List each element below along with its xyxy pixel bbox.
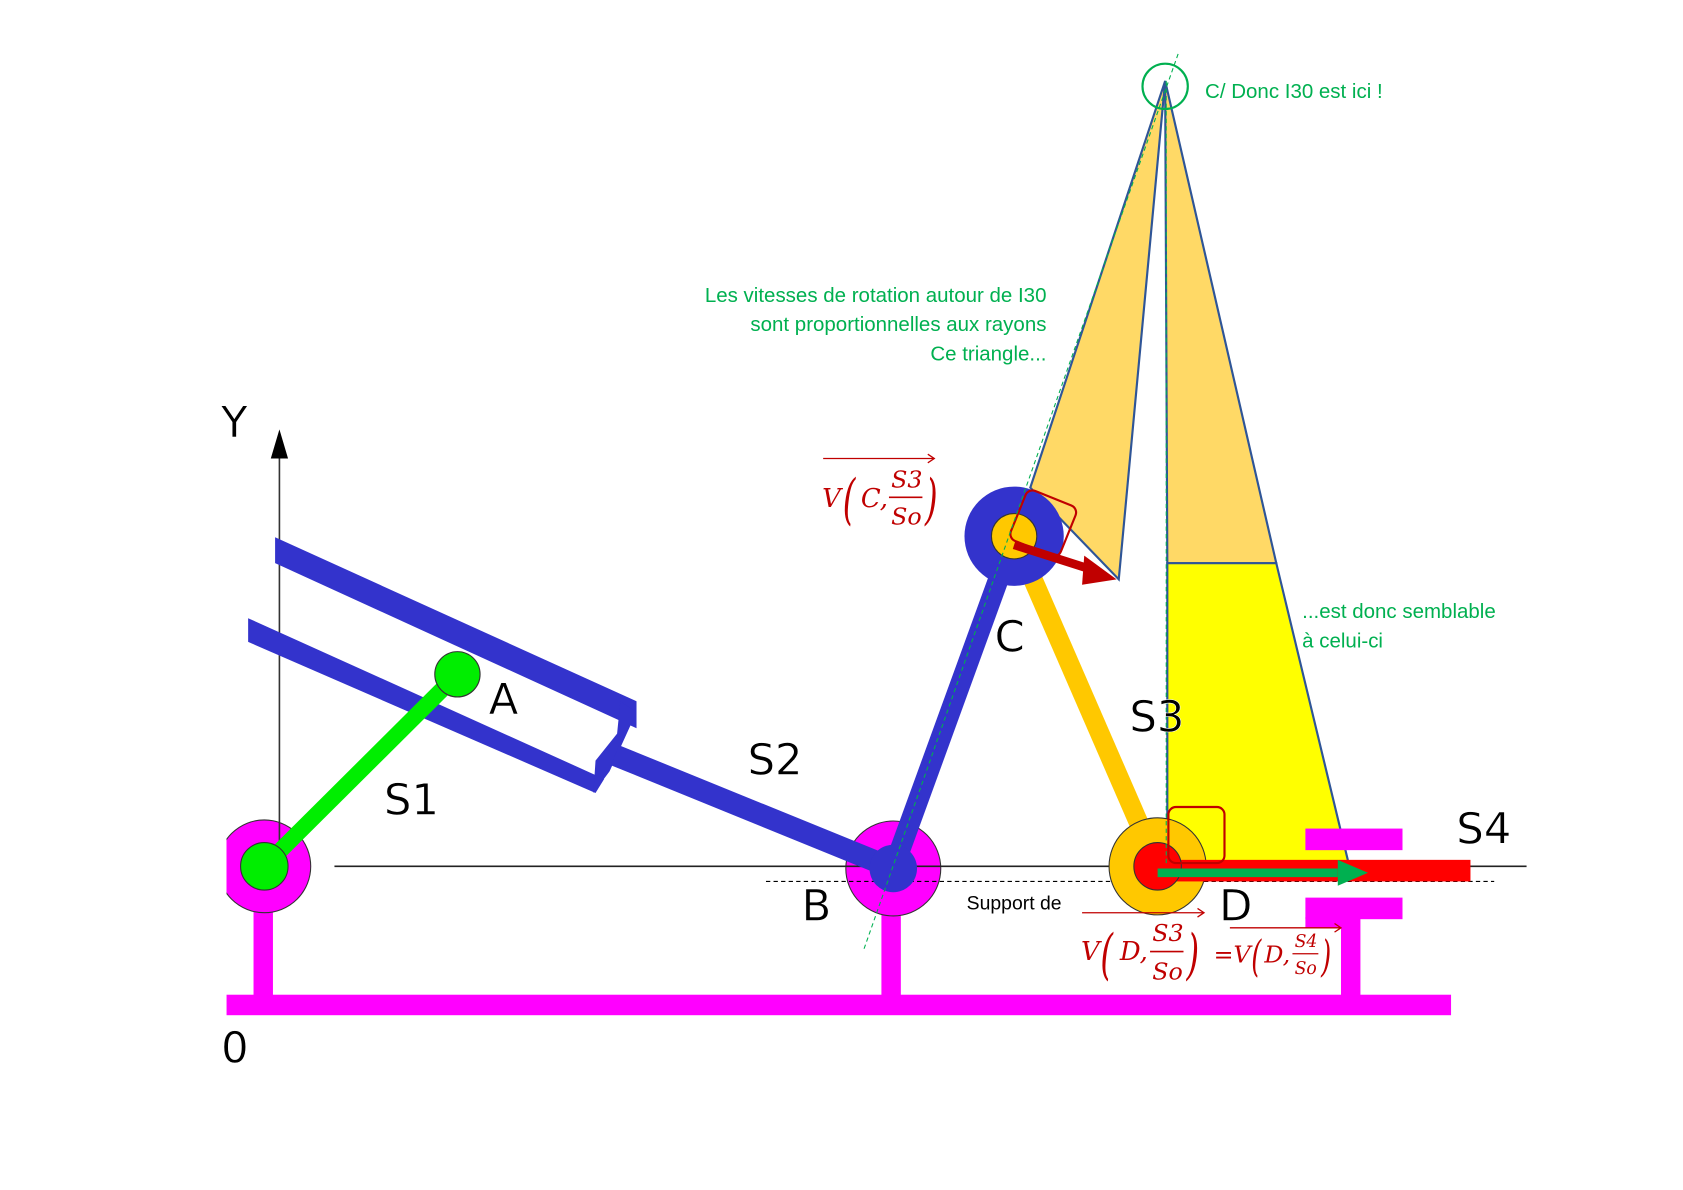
label-s1: S1 <box>384 776 439 826</box>
svg-text:(: ( <box>1251 932 1262 982</box>
label-d: D <box>1219 881 1252 931</box>
note-rotation-1: Les vitesses de rotation autour de I30 <box>705 284 1047 307</box>
svg-text:D,: D, <box>1119 937 1148 967</box>
formula-velocity-d-s4: =V ( D, S4 So ) <box>1214 922 1343 982</box>
svg-text:S3: S3 <box>891 466 922 494</box>
note-similar-2: à celui-ci <box>1302 629 1383 652</box>
svg-text:S4: S4 <box>1295 932 1318 952</box>
label-c: C <box>995 613 1025 663</box>
svg-text:So: So <box>1152 958 1183 986</box>
svg-text:(: ( <box>1100 925 1114 987</box>
right-angle-marker-d <box>1167 805 1226 865</box>
svg-text:): ) <box>924 469 937 531</box>
svg-text:V: V <box>1081 937 1102 967</box>
velocity-vector-c <box>1012 540 1094 574</box>
label-a: A <box>489 675 519 725</box>
svg-text:=V: =V <box>1214 940 1254 968</box>
velocity-triangle-large-right <box>1164 80 1278 565</box>
svg-text:So: So <box>891 502 922 530</box>
formula-velocity-c: V ( C, S3 So ) <box>822 453 938 531</box>
label-s3: S3 <box>1130 692 1185 742</box>
joint-a <box>434 651 481 698</box>
solid-s1 <box>258 668 464 873</box>
note-apex: C/ Donc I30 est ici ! <box>1205 80 1383 103</box>
joint-b <box>869 844 918 893</box>
svg-text:): ) <box>1186 925 1199 987</box>
joint-d <box>1133 842 1182 891</box>
label-b: B <box>802 881 832 931</box>
velocity-vector-d-arrowhead <box>1337 859 1368 886</box>
solid-s2 <box>248 537 898 879</box>
note-support: Support de <box>967 892 1062 914</box>
svg-text:V: V <box>822 484 843 514</box>
label-s4: S4 <box>1456 805 1511 855</box>
formula-velocity-d-s3: V ( D, S3 So ) <box>1081 907 1206 987</box>
svg-text:(: ( <box>843 469 857 531</box>
note-rotation-2: sont proportionnelles aux rayons <box>750 313 1046 336</box>
svg-text:S3: S3 <box>1152 919 1183 947</box>
svg-text:So: So <box>1295 959 1317 979</box>
label-y: Y <box>220 398 248 448</box>
note-rotation-3: Ce triangle... <box>930 342 1046 365</box>
i30-marker-circle <box>1141 62 1189 111</box>
label-origin: 0 <box>221 1024 248 1074</box>
link-bc <box>883 532 1024 872</box>
y-axis-arrow-icon <box>270 429 289 459</box>
svg-text:C,: C, <box>861 484 888 514</box>
note-similar-1: ...est donc semblable <box>1302 600 1496 623</box>
velocity-vector-c-arrowhead <box>1082 555 1117 585</box>
svg-text:D,: D, <box>1263 940 1290 968</box>
joint-o <box>240 842 289 891</box>
label-s2: S2 <box>748 736 803 786</box>
solid-s3 <box>1005 532 1167 871</box>
svg-text:): ) <box>1320 932 1331 982</box>
